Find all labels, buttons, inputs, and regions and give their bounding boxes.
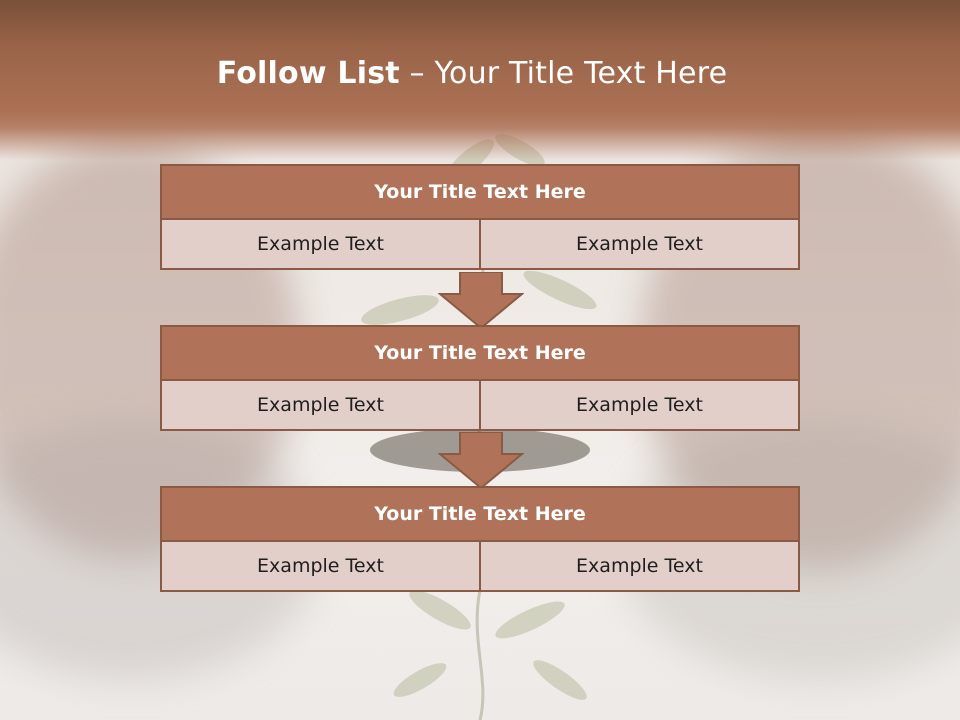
block-row: Example Text Example Text bbox=[160, 381, 800, 431]
block-row: Example Text Example Text bbox=[160, 542, 800, 592]
title-rest-part: – Your Title Text Here bbox=[399, 56, 728, 91]
block-cell-left[interactable]: Example Text bbox=[160, 542, 481, 592]
block-title[interactable]: Your Title Text Here bbox=[160, 164, 800, 220]
list-block-2: Your Title Text Here Example Text Exampl… bbox=[160, 325, 800, 431]
block-cell-left[interactable]: Example Text bbox=[160, 220, 481, 270]
down-arrow-icon bbox=[438, 272, 524, 330]
list-block-3: Your Title Text Here Example Text Exampl… bbox=[160, 486, 800, 592]
title-bold-part: Follow List bbox=[216, 56, 400, 91]
slide-title: Follow List – Your Title Text Here bbox=[0, 56, 944, 91]
block-cell-right[interactable]: Example Text bbox=[481, 220, 800, 270]
down-arrow-icon bbox=[438, 432, 524, 490]
block-cell-left[interactable]: Example Text bbox=[160, 381, 481, 431]
block-cell-right[interactable]: Example Text bbox=[481, 542, 800, 592]
block-cell-right[interactable]: Example Text bbox=[481, 381, 800, 431]
block-title[interactable]: Your Title Text Here bbox=[160, 325, 800, 381]
block-row: Example Text Example Text bbox=[160, 220, 800, 270]
header-band bbox=[0, 0, 960, 160]
block-title[interactable]: Your Title Text Here bbox=[160, 486, 800, 542]
list-block-1: Your Title Text Here Example Text Exampl… bbox=[160, 164, 800, 270]
